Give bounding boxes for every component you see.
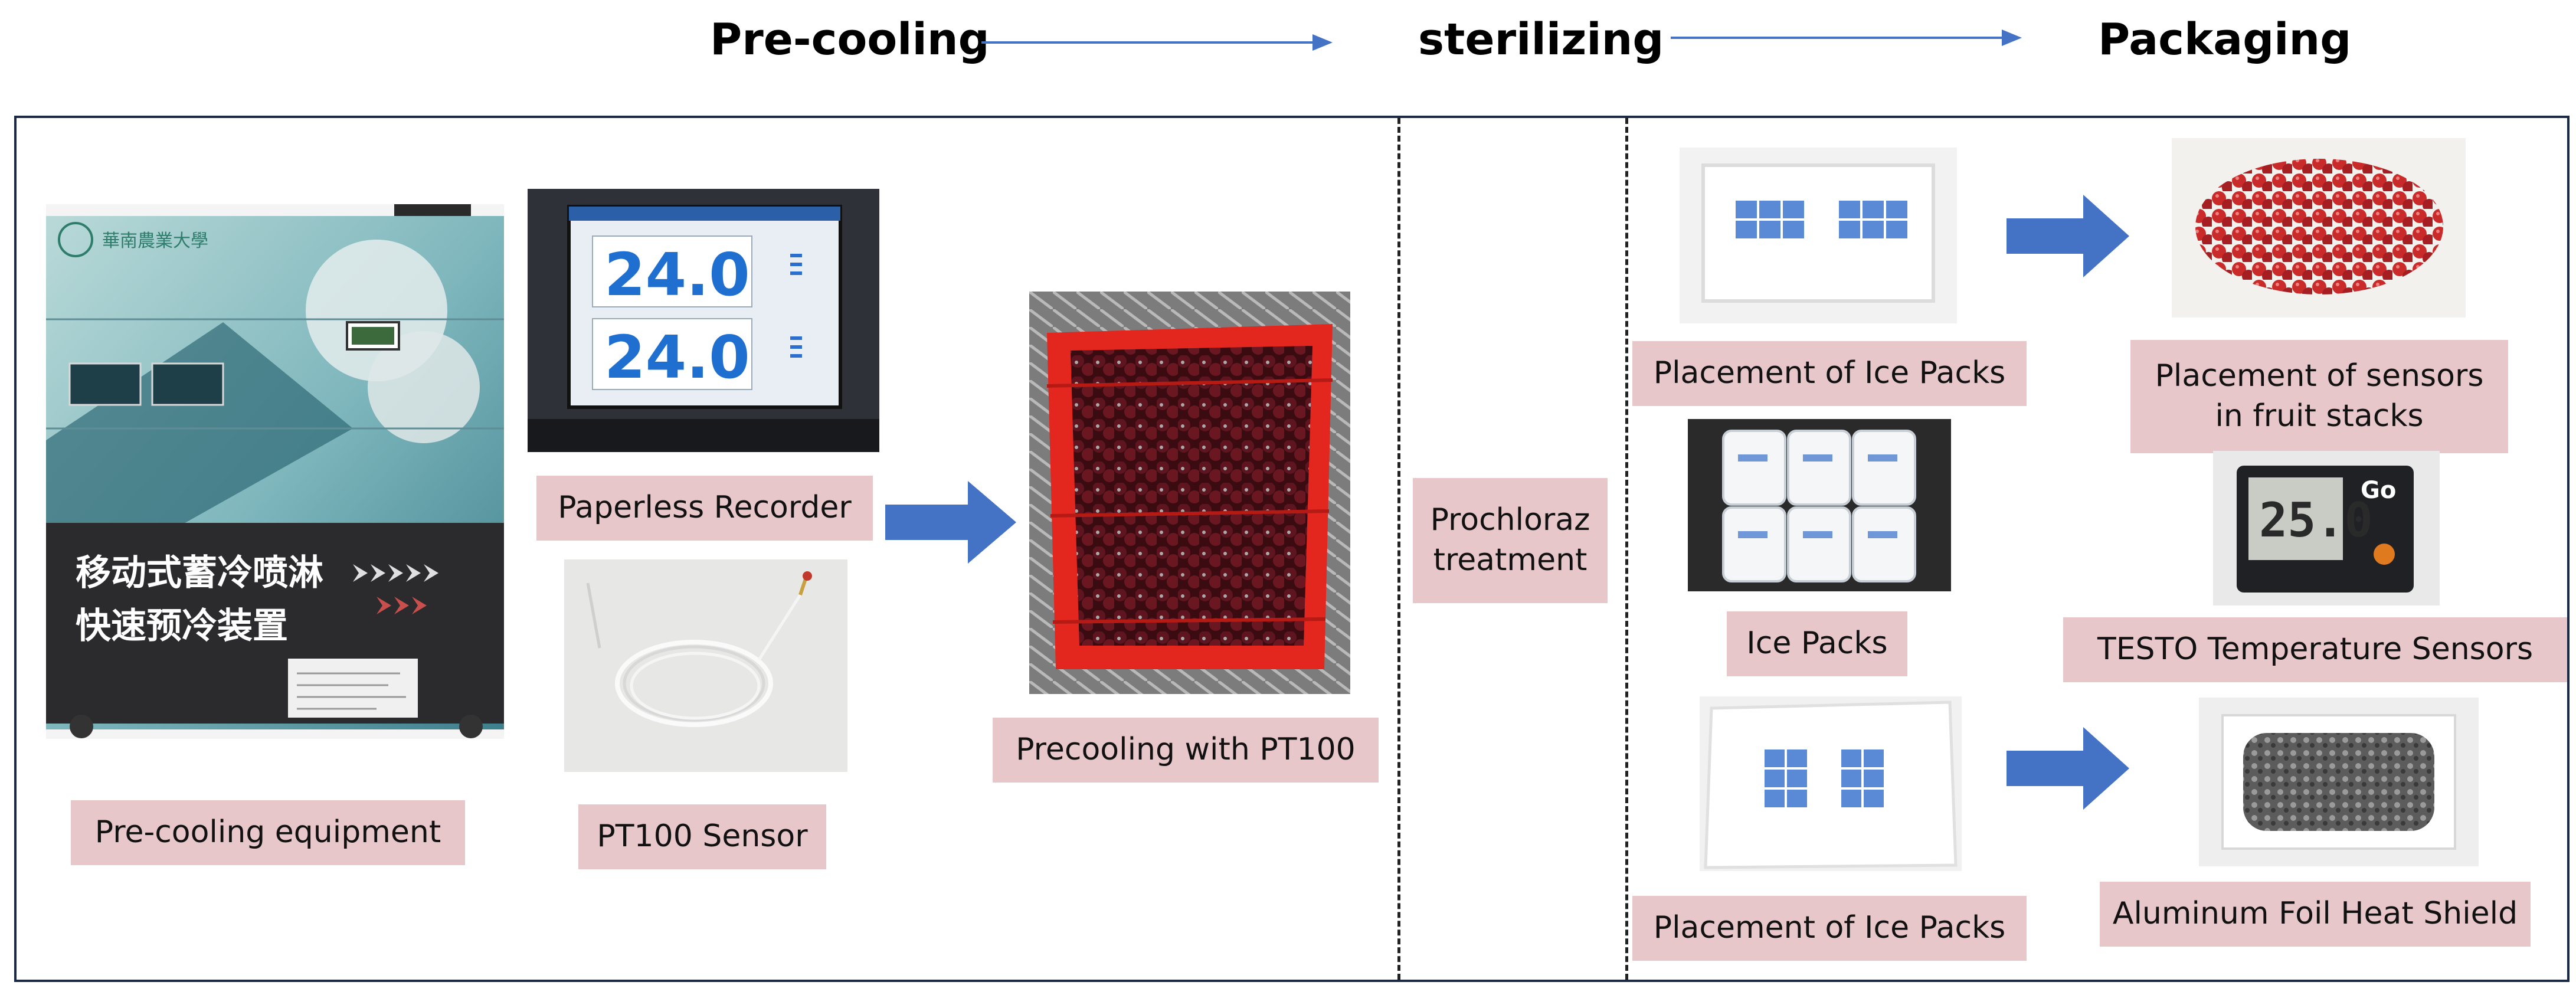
ice-pack-placement-photo-2 bbox=[1700, 696, 1962, 871]
flow-arrow-packaging-2 bbox=[2007, 727, 2129, 810]
main-frame bbox=[14, 116, 2570, 982]
stage-sterilizing: sterilizing bbox=[1418, 14, 1664, 65]
label-sensors-in-fruit-line2: in fruit stacks bbox=[2215, 398, 2424, 434]
precooling-equipment-photo: 華南農業大學 移动式蓄冷喷淋 快速预冷装置 bbox=[46, 204, 504, 739]
ice-packs-photo bbox=[1688, 419, 1951, 591]
foil-shield-photo bbox=[2199, 698, 2479, 866]
label-sensors-in-fruit: Placement of sensors in fruit stacks bbox=[2130, 340, 2508, 453]
stage-packaging: Packaging bbox=[2098, 14, 2352, 65]
label-paperless-recorder: Paperless Recorder bbox=[536, 476, 873, 541]
label-prochloraz-treatment: Prochloraz treatment bbox=[1413, 478, 1608, 603]
recorder-reading-1: 24.0 bbox=[604, 240, 750, 309]
label-pt100-sensor: PT100 Sensor bbox=[578, 804, 826, 869]
recorder-reading-2: 24.0 bbox=[604, 323, 750, 392]
paperless-recorder-photo: 24.0 24.0 bbox=[528, 189, 879, 452]
pt100-sensor-photo bbox=[564, 559, 847, 772]
label-precooling-equipment: Pre-cooling equipment bbox=[71, 800, 465, 865]
sensors-in-fruit-photo bbox=[2172, 138, 2466, 318]
stage-arrow-1 bbox=[981, 34, 1333, 51]
stage-arrow-2 bbox=[1671, 30, 2022, 46]
machine-cn-line1: 移动式蓄冷喷淋 bbox=[76, 552, 323, 594]
machine-cn-line2: 快速预冷装置 bbox=[76, 605, 288, 647]
label-ice-pack-placement-2: Placement of Ice Packs bbox=[1632, 896, 2027, 961]
flow-arrow-packaging-1 bbox=[2007, 195, 2129, 277]
label-precooling-with-pt100: Precooling with PT100 bbox=[993, 718, 1379, 783]
ice-pack-placement-photo-1 bbox=[1680, 148, 1957, 323]
divider-left bbox=[1397, 118, 1400, 980]
precooling-basket-photo bbox=[1029, 292, 1350, 694]
testo-sensor-photo: 25.0 Go bbox=[2213, 451, 2440, 605]
label-ice-packs: Ice Packs bbox=[1727, 611, 1907, 676]
machine-brand-text: 華南農業大學 bbox=[102, 231, 208, 251]
testo-reading: 25.0 bbox=[2259, 493, 2373, 548]
divider-right bbox=[1625, 118, 1628, 980]
flow-arrow-precooling bbox=[885, 481, 1016, 564]
label-foil-shield: Aluminum Foil Heat Shield bbox=[2100, 882, 2531, 947]
label-sensors-in-fruit-line1: Placement of sensors bbox=[2155, 358, 2484, 394]
label-testo-sensors: TESTO Temperature Sensors bbox=[2063, 617, 2567, 682]
label-ice-pack-placement-1: Placement of Ice Packs bbox=[1632, 341, 2027, 406]
testo-go-button: Go bbox=[2361, 477, 2396, 504]
stage-precooling: Pre-cooling bbox=[710, 14, 990, 65]
